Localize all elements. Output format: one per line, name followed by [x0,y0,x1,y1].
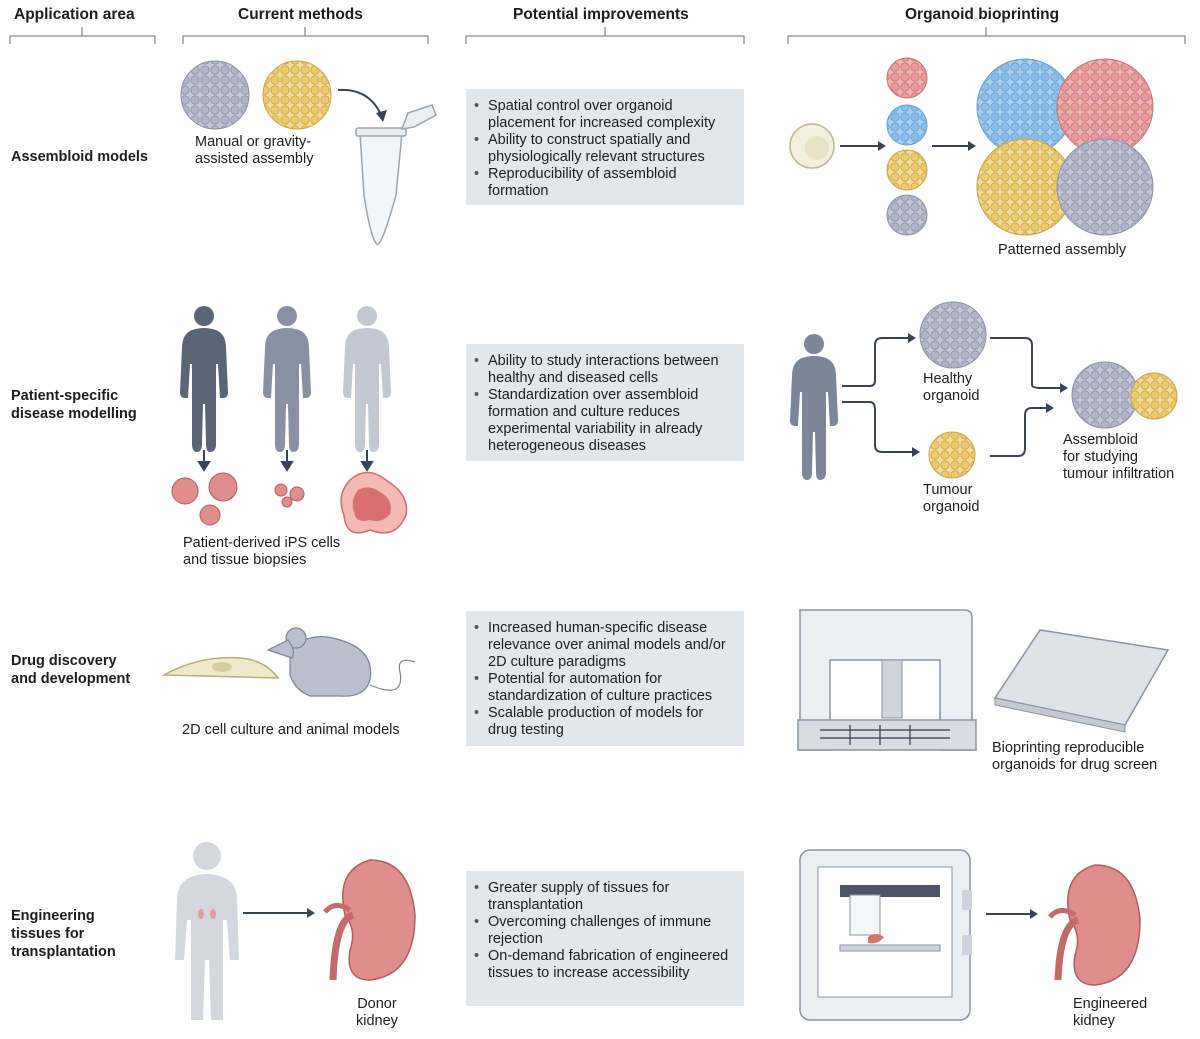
caption-line: organoid [923,499,980,515]
tumour-organoid-icon [928,431,976,479]
eppendorf-tube-icon [355,104,437,246]
improvement-item: Greater supply of tissues for transplant… [474,880,736,914]
row-label-line: disease modelling [11,406,137,422]
header-organoid-bioprinting: Organoid bioprinting [905,6,1060,23]
row-label-line: transplantation [11,944,116,960]
row4-bioprinting-caption: Engineered kidney [1073,996,1147,1030]
row-label-line: Assembloid models [11,149,148,165]
organoid-sphere-red-small [886,57,928,99]
arrow-to-tube [337,88,383,118]
patterned-assembloid-icon [976,58,1154,236]
improvement-item: On-demand fabrication of engineered tiss… [474,948,736,982]
improvements-list: Increased human-specific disease relevan… [474,620,736,739]
caption-line: tumour infiltration [1063,466,1175,482]
improvements-box-engineering: Greater supply of tissues for transplant… [466,871,744,1006]
improvement-item: Potential for automation for standardiza… [474,671,736,705]
row3-bioprinting-caption: Bioprinting reproducible organoids for d… [992,740,1157,774]
human-silhouette-dark-icon [180,306,228,452]
header-current-methods: Current methods [238,6,363,23]
header-braces [9,27,1186,44]
caption-line: Bioprinting reproducible [992,740,1145,756]
well-plate-icon [993,629,1170,733]
improvement-item: Ability to construct spatially and physi… [474,132,736,166]
flat-cell-icon [161,656,280,679]
organoid-sphere-blue-small [886,104,928,146]
tumour-biopsy-icon [340,471,408,534]
caption-line: Tumour [923,482,973,498]
header-application-area: Application area [14,6,135,23]
healthy-organoid-icon [919,301,987,369]
improvements-box-assembloid: Spatial control over organoid placement … [466,89,744,205]
caption-line: Assembloid [1063,432,1138,448]
row2-current-illustration [171,306,408,534]
organoid-sphere-yellow-small [886,149,928,191]
row2-current-caption: Patient-derived iPS cells and tissue bio… [183,535,340,569]
row-label-line: Drug discovery [11,653,117,669]
cell-cluster-icon [171,472,305,526]
improvements-list: Ability to study interactions between he… [474,353,736,455]
caption-line: Engineered [1073,996,1148,1012]
organoid-sphere-yellow [262,60,332,130]
caption-line: kidney [1073,1013,1115,1029]
row1-current-caption: Manual or gravity- assisted assembly [195,134,313,168]
row-label-line: and development [11,671,131,687]
improvement-item: Spatial control over organoid placement … [474,98,736,132]
row4-current-caption: Donor kidney [356,996,398,1030]
improvements-list: Greater supply of tissues for transplant… [474,880,736,982]
human-silhouette-icon [790,334,838,480]
row1-current-illustration [180,60,437,246]
improvements-box-drug: Increased human-specific disease relevan… [466,611,744,746]
row2-bioprinting-illustration [790,301,1178,480]
human-silhouette-mid-icon [263,306,311,452]
row2-tumour-label: Tumour organoid [923,482,979,516]
caption-line: Patient-derived iPS cells [183,535,341,551]
row-label-line: Patient-specific [11,388,119,404]
caption-line: Donor [357,996,397,1012]
row-label-drug-discovery: Drug discovery and development [11,652,130,688]
row-label-patient-specific: Patient-specific disease modelling [11,387,137,423]
row3-bioprinting-illustration [797,609,1170,751]
row3-current-illustration [161,627,416,697]
kidney-icon [323,859,416,981]
row-label-line: Engineering [11,908,95,924]
row1-bioprinting-illustration [789,57,1154,236]
human-silhouette-light-icon [343,306,391,452]
caption-line: for studying [1063,449,1138,465]
human-silhouette-icon [175,842,239,1020]
bioprinter-icon [799,849,972,1021]
improvement-item: Overcoming challenges of immune rejectio… [474,914,736,948]
improvement-item: Scalable production of models for drug t… [474,705,736,739]
assembloid-icon [1071,361,1139,429]
row3-current-caption: 2D cell culture and animal models [182,722,400,738]
caption-line: and tissue biopsies [183,552,307,568]
improvements-list: Spatial control over organoid placement … [474,98,736,200]
header-potential-improvements: Potential improvements [513,6,689,23]
caption-line: organoid [923,388,980,404]
improvements-box-patient: Ability to study interactions between he… [466,344,744,461]
engineered-kidney-icon [1048,864,1141,986]
caption-line: kidney [356,1013,398,1029]
improvement-item: Increased human-specific disease relevan… [474,620,736,671]
row2-assembloid-label: Assembloid for studying tumour infiltrat… [1063,432,1174,483]
caption-line: Manual or gravity- [195,134,312,150]
improvement-item: Standardization over assembloid formatio… [474,387,736,455]
improvement-item: Ability to study interactions between he… [474,353,736,387]
caption-line: assisted assembly [195,151,314,167]
mouse-icon [266,627,416,697]
organoid-sphere-grey-small [886,194,928,236]
organoid-sphere-grey [180,60,250,130]
row4-current-illustration [175,842,416,1020]
row-label-line: tissues for [11,926,85,942]
row4-bioprinting-illustration [799,849,1141,1021]
row2-healthy-label: Healthy organoid [923,371,979,405]
row-label-engineering: Engineering tissues for transplantation [11,907,116,961]
row1-bioprinting-caption: Patterned assembly [998,242,1127,258]
bioprinter-icon [797,609,977,751]
caption-line: Healthy [923,371,973,387]
row-label-assembloid: Assembloid models [11,148,148,166]
caption-line: organoids for drug screen [992,757,1158,773]
improvement-item: Reproducibility of assembloid formation [474,166,736,200]
